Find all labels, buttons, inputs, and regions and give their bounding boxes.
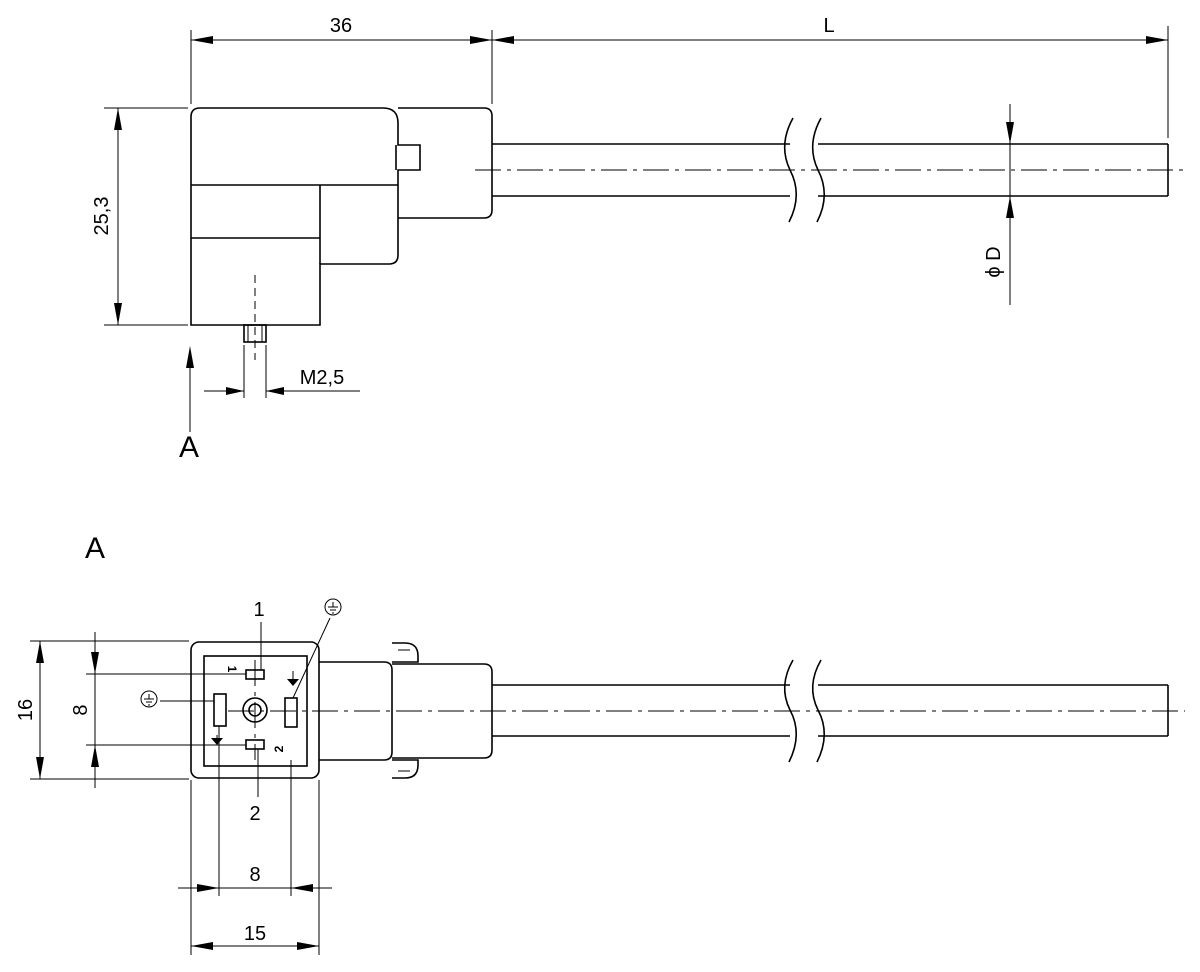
dimension-36: 36 [190, 15, 493, 104]
face-ground-arrow-left-icon [211, 735, 223, 745]
callout-pin-1: 1 [253, 599, 265, 670]
view-arrow-label: A [179, 431, 199, 464]
dim-width-outer-label: 15 [244, 923, 266, 945]
dimension-diameter: ϕ D [983, 104, 1014, 305]
dimension-15: 15 [190, 780, 320, 955]
pin-ground-right [284, 697, 298, 728]
dimension-l: L [492, 15, 1169, 138]
screw-side [243, 275, 267, 360]
connector-body-side [190, 107, 421, 326]
callout-ground-right [292, 598, 342, 699]
dim-height-label: 25,3 [91, 197, 113, 236]
dimension-16: 16 [15, 640, 189, 780]
callout-pin-2-label: 2 [249, 803, 260, 825]
callout-pin-1-label: 1 [253, 599, 264, 621]
connector-body-front [190, 641, 419, 779]
dim-height-inner-label: 8 [70, 704, 92, 715]
dim-height-outer-label: 16 [15, 699, 37, 721]
face-pin-1-label: 1 [225, 666, 239, 673]
side-view: 36 L 25,3 M2,5 [91, 15, 1185, 464]
face-ground-arrow-right-icon [287, 671, 299, 686]
pin-ground-left [213, 693, 227, 727]
dimension-8-horizontal: 8 [178, 726, 332, 896]
dim-width-label: 36 [330, 15, 352, 37]
callout-pin-2: 2 [249, 749, 261, 825]
cable-front [492, 659, 1169, 763]
view-arrow-a: A [179, 346, 199, 464]
dim-width-inner-label: 8 [249, 864, 260, 886]
callout-ground-left [140, 690, 214, 708]
front-view: A [15, 532, 1185, 955]
cable-gland-side [398, 107, 493, 219]
cable-side [492, 117, 1169, 223]
dimension-m2-5: M2,5 [204, 345, 360, 398]
front-view-title: A [85, 532, 105, 565]
dim-length-label: L [823, 15, 834, 37]
dim-diameter-label: ϕ D [983, 246, 1005, 277]
face-pin-2-label: 2 [272, 745, 286, 752]
dim-thread-label: M2,5 [300, 367, 344, 389]
dimension-25-3: 25,3 [91, 107, 188, 326]
